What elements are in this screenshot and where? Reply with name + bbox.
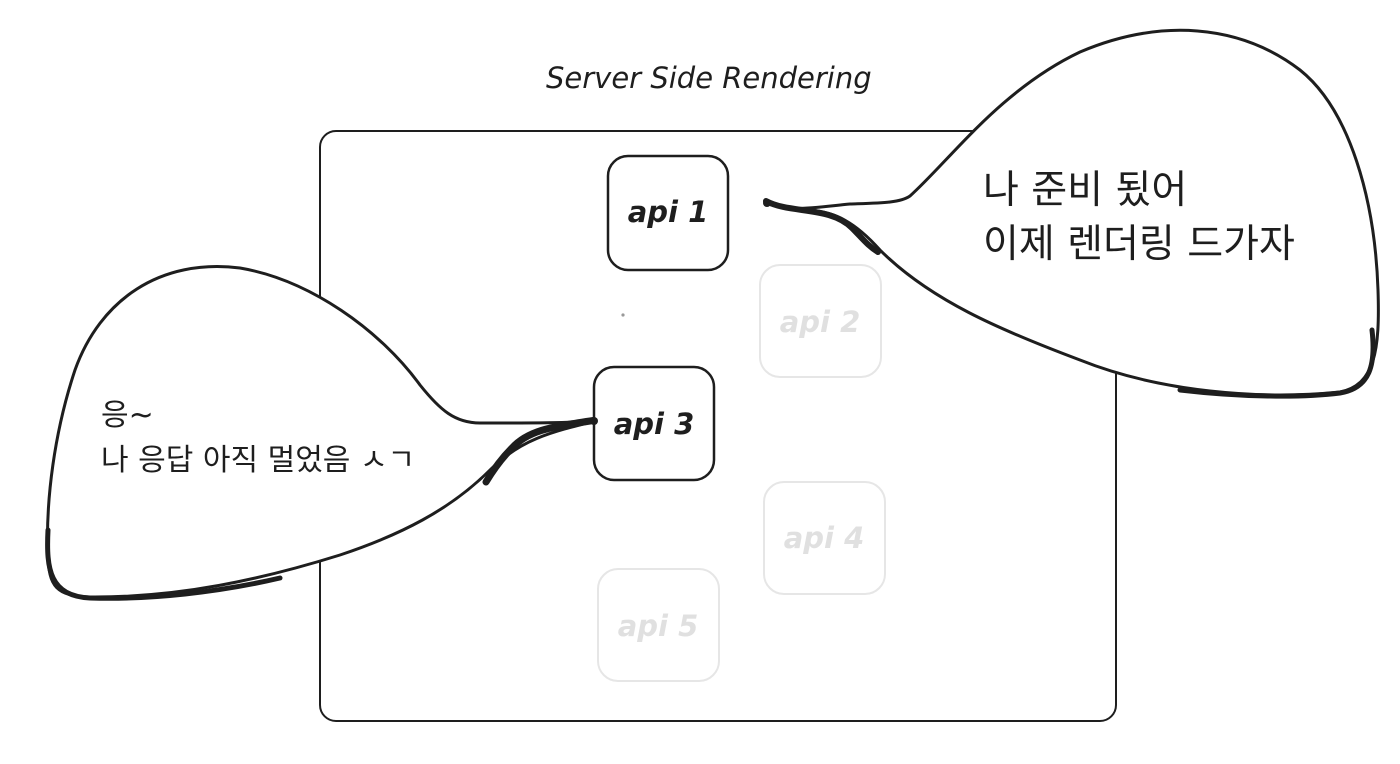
speech-bubble-right bbox=[764, 28, 1380, 397]
speech-bubble-left-tail-shadow bbox=[482, 416, 600, 486]
speech-bubble-left-bottom-shadow bbox=[45, 527, 283, 601]
bubble-right-tail-tip bbox=[763, 199, 771, 207]
bubble-left-line-1: 응~ bbox=[101, 398, 154, 433]
api-label-4: api 4 bbox=[784, 521, 865, 555]
speech-bubble-left bbox=[46, 265, 598, 599]
api-box-2: api 2 bbox=[759, 264, 882, 378]
stray-dot bbox=[621, 313, 625, 317]
api-box-5: api 5 bbox=[597, 568, 720, 682]
speech-bubble-right-bottom-shadow bbox=[1177, 327, 1376, 399]
api-label-1: api 1 bbox=[628, 195, 709, 229]
api-box-3: api 3 bbox=[592, 365, 716, 482]
api-box-1: api 1 bbox=[606, 154, 730, 272]
bubble-left-line-2: 나 응답 아직 멀었음 ㅅㄱ bbox=[101, 443, 415, 478]
api-label-5: api 5 bbox=[618, 609, 699, 643]
speech-bubble-right-tail-shadow bbox=[763, 198, 881, 255]
api-box-4: api 4 bbox=[763, 481, 886, 595]
api-label-2: api 2 bbox=[780, 305, 861, 339]
bubble-right-line-1: 나 준비 됬어 bbox=[983, 168, 1187, 213]
bubble-left-tail-tip bbox=[590, 417, 598, 425]
diagram-title: Server Side Rendering bbox=[546, 61, 872, 95]
bubble-right-line-2: 이제 렌더링 드가자 bbox=[983, 222, 1295, 267]
api-label-3: api 3 bbox=[614, 407, 695, 441]
